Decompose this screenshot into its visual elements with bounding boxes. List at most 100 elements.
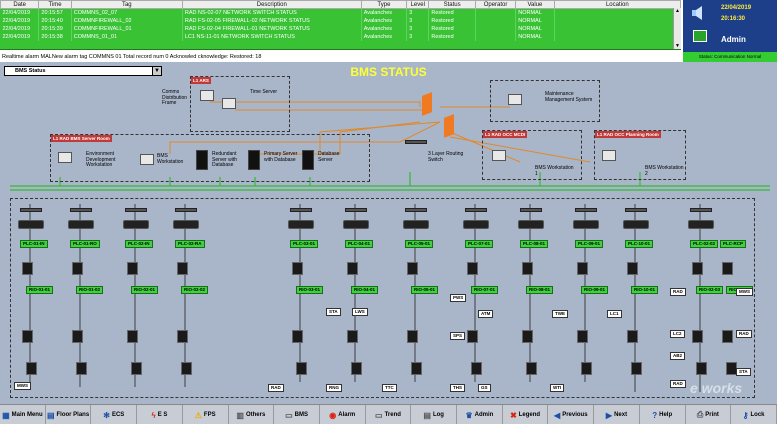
rio-rack-icon[interactable]: [627, 330, 638, 343]
rio-rack-icon[interactable]: [631, 362, 642, 375]
rio-tag[interactable]: RIO-02-02: [181, 286, 209, 294]
rio-rack-icon[interactable]: [181, 362, 192, 375]
plc-tag[interactable]: PLC-07-01: [465, 240, 494, 248]
env-workstation-icon[interactable]: [58, 152, 72, 163]
routing-switch-icon[interactable]: [405, 140, 427, 144]
plc-device-icon[interactable]: [68, 220, 94, 229]
plc-tag[interactable]: PLC-08-01: [520, 240, 549, 248]
plc-tag[interactable]: PLC-RCP: [720, 240, 746, 248]
plc-device-icon[interactable]: [18, 220, 44, 229]
station-tag[interactable]: THS: [450, 384, 465, 392]
rio-rack-icon[interactable]: [577, 262, 588, 275]
network-switch-icon[interactable]: [690, 208, 712, 212]
toolbar-button-fps[interactable]: ⚠FPS: [183, 405, 229, 424]
rio-rack-icon[interactable]: [351, 362, 362, 375]
toolbar-button-legend[interactable]: ✖Legend: [503, 405, 549, 424]
rio-rack-icon[interactable]: [292, 262, 303, 275]
rio-rack-icon[interactable]: [296, 362, 307, 375]
plc-tag[interactable]: PLC-04-01: [345, 240, 374, 248]
rio-rack-icon[interactable]: [127, 262, 138, 275]
plc-tag[interactable]: PLC-05-01: [405, 240, 434, 248]
rio-rack-icon[interactable]: [177, 330, 188, 343]
rio-rack-icon[interactable]: [76, 362, 87, 375]
rio-tag[interactable]: RIO-09-01: [581, 286, 609, 294]
station-tag[interactable]: RAD: [268, 384, 284, 392]
station-tag[interactable]: WTI: [550, 384, 565, 392]
alarm-column-header[interactable]: Operator: [474, 0, 517, 9]
rio-rack-icon[interactable]: [581, 362, 592, 375]
rio-tag[interactable]: RIO-02-03: [696, 286, 724, 294]
alarm-scrollbar[interactable]: ▲ ▼: [673, 8, 681, 49]
bms-workstation-icon[interactable]: [140, 154, 154, 165]
rio-rack-icon[interactable]: [692, 330, 703, 343]
plc-tag[interactable]: PLC-01-RO: [70, 240, 100, 248]
station-tag[interactable]: RNG: [326, 384, 342, 392]
station-tag[interactable]: STA: [736, 368, 751, 376]
scroll-down-icon[interactable]: ▼: [675, 43, 680, 49]
plc-tag[interactable]: PLC-02-02: [690, 240, 719, 248]
plc-device-icon[interactable]: [573, 220, 599, 229]
plc-tag[interactable]: PLC-10-01: [625, 240, 654, 248]
station-tag[interactable]: PWS: [450, 294, 467, 302]
station-tag[interactable]: MWS: [736, 288, 753, 296]
station-tag[interactable]: STA: [326, 308, 341, 316]
toolbar-button-next[interactable]: ▶Next: [594, 405, 640, 424]
firewall-1-icon[interactable]: [422, 92, 432, 116]
rio-tag[interactable]: RIO-05-01: [411, 286, 439, 294]
alarm-column-header[interactable]: Description: [181, 0, 362, 9]
plc-tag[interactable]: PLC-02-RA: [175, 240, 205, 248]
network-switch-icon[interactable]: [465, 208, 487, 212]
rio-rack-icon[interactable]: [627, 262, 638, 275]
rio-rack-icon[interactable]: [127, 330, 138, 343]
alarm-column-header[interactable]: Type: [360, 0, 408, 9]
rio-tag[interactable]: RIO-02-01: [131, 286, 159, 294]
station-tag[interactable]: LC2: [670, 330, 685, 338]
rio-rack-icon[interactable]: [347, 330, 358, 343]
plc-device-icon[interactable]: [463, 220, 489, 229]
toolbar-button-admin[interactable]: ♛Admin: [457, 405, 503, 424]
alarm-column-header[interactable]: Value: [515, 0, 555, 9]
plc-device-icon[interactable]: [343, 220, 369, 229]
network-switch-icon[interactable]: [625, 208, 647, 212]
rio-rack-icon[interactable]: [411, 362, 422, 375]
rio-tag[interactable]: RIO-01-02: [76, 286, 104, 294]
toolbar-button-print[interactable]: ⎙Print: [686, 405, 732, 424]
rio-rack-icon[interactable]: [722, 330, 733, 343]
toolbar-button-floor-plans[interactable]: ▤Floor Plans: [46, 405, 92, 424]
toolbar-button-main-menu[interactable]: ▦Main Menu: [0, 405, 46, 424]
plc-device-icon[interactable]: [518, 220, 544, 229]
rio-tag[interactable]: RIO-07-01: [471, 286, 499, 294]
rio-tag[interactable]: RIO-10-01: [631, 286, 659, 294]
rio-rack-icon[interactable]: [526, 362, 537, 375]
rio-rack-icon[interactable]: [72, 262, 83, 275]
network-switch-icon[interactable]: [575, 208, 597, 212]
alarm-column-header[interactable]: Tag: [70, 0, 183, 9]
plc-device-icon[interactable]: [403, 220, 429, 229]
rio-rack-icon[interactable]: [577, 330, 588, 343]
network-switch-icon[interactable]: [70, 208, 92, 212]
alarm-column-header[interactable]: Status: [428, 0, 476, 9]
alarm-column-header[interactable]: Location: [553, 0, 681, 9]
toolbar-button-previous[interactable]: ◀Previous: [548, 405, 595, 424]
rio-rack-icon[interactable]: [131, 362, 142, 375]
station-tag[interactable]: LC1: [607, 310, 622, 318]
occ-planning-pc-icon[interactable]: [602, 150, 616, 161]
redundant-server-icon[interactable]: [196, 150, 208, 170]
station-tag[interactable]: TTC: [382, 384, 397, 392]
alarm-column-header[interactable]: Level: [406, 0, 430, 9]
network-switch-icon[interactable]: [175, 208, 197, 212]
station-tag[interactable]: RAD: [670, 288, 686, 296]
network-switch-icon[interactable]: [20, 208, 42, 212]
station-tag[interactable]: AB2: [670, 352, 686, 360]
rio-rack-icon[interactable]: [292, 330, 303, 343]
rio-rack-icon[interactable]: [72, 330, 83, 343]
rio-rack-icon[interactable]: [522, 262, 533, 275]
alarm-column-header[interactable]: Time: [38, 0, 72, 9]
station-tag[interactable]: LWS: [352, 308, 368, 316]
plc-tag[interactable]: PLC-02-IN: [125, 240, 153, 248]
rio-tag[interactable]: RIO-03-01: [296, 286, 324, 294]
